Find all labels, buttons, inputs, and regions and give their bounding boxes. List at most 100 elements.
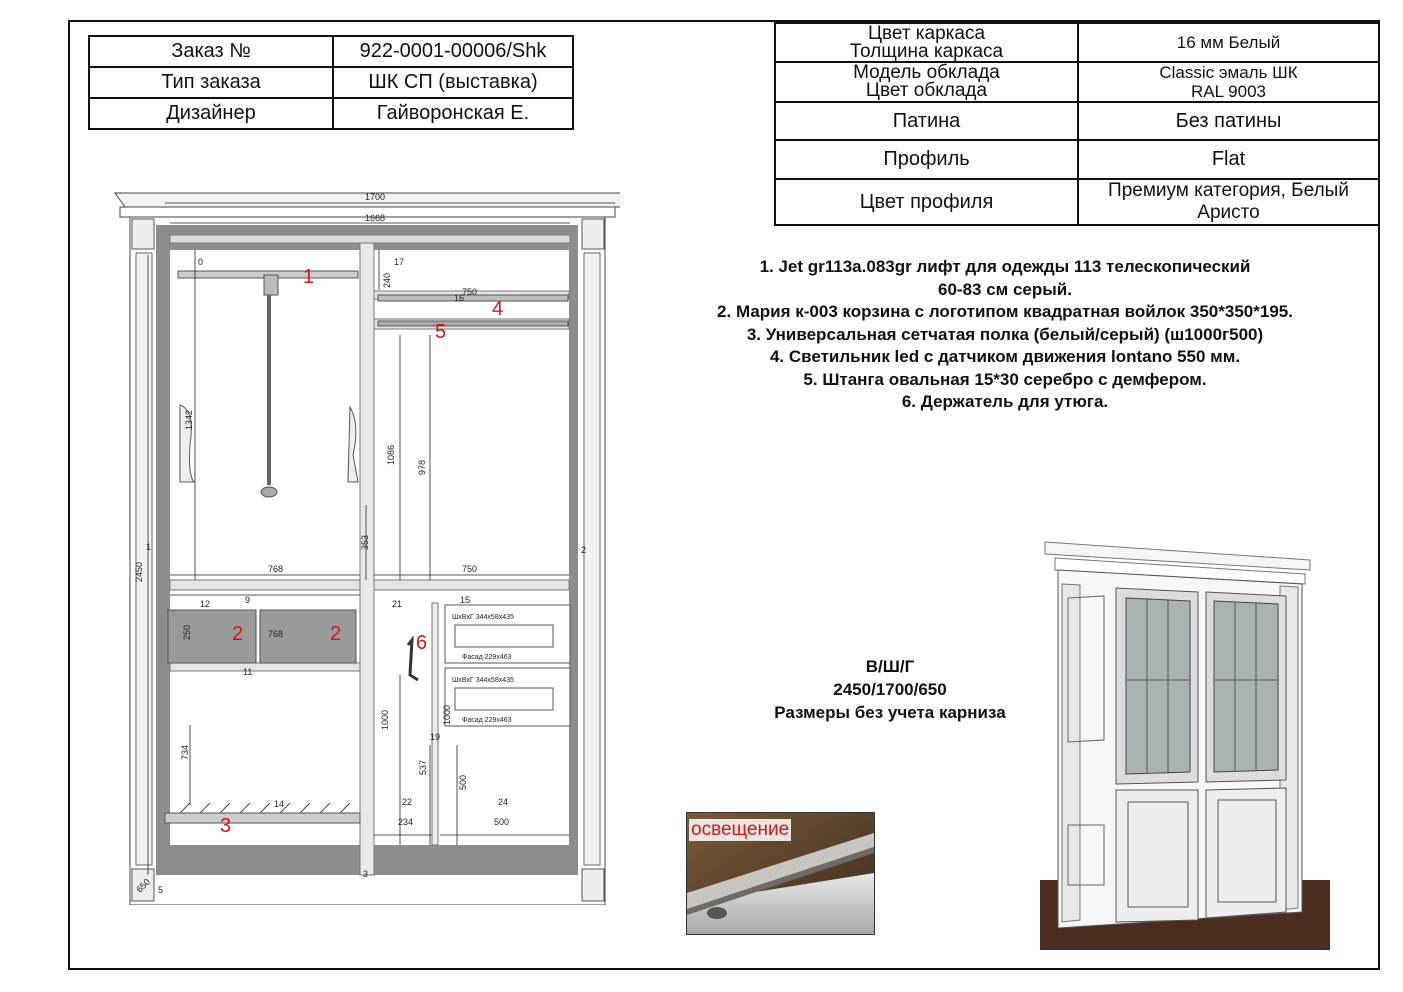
patina-label: Патина bbox=[774, 101, 1079, 141]
basket bbox=[167, 609, 257, 664]
note-line: 1. Jet gr113a.083gr лифт для одежды 113 … bbox=[759, 257, 1251, 276]
order-type-value: ШК СП (выставка) bbox=[332, 66, 574, 99]
order-row: Тип заказа ШК СП (выставка) bbox=[88, 66, 574, 99]
dim-537: 537 bbox=[418, 760, 428, 775]
dim-width-total: 1700 bbox=[365, 192, 385, 202]
order-number-value: 922-0001-00006/Shk bbox=[332, 35, 574, 68]
dim-22: 22 bbox=[402, 797, 412, 807]
lighting-photo: освещение bbox=[686, 812, 875, 935]
dim-240: 240 bbox=[382, 273, 392, 288]
frame-value: 16 мм Белый bbox=[1077, 22, 1380, 63]
cornice bbox=[114, 192, 620, 208]
dim-750-mid: 750 bbox=[462, 564, 477, 574]
dim-750-top: 750 bbox=[462, 287, 477, 297]
note-line: 6. Держатель для утюга. bbox=[901, 392, 1109, 411]
callout-2b: 2 bbox=[330, 623, 341, 645]
designer-label: Дизайнер bbox=[88, 97, 334, 130]
order-row: Заказ № 922-0001-00006/Shk bbox=[88, 35, 574, 68]
dim-width-inner: 1668 bbox=[365, 213, 385, 223]
hanging-rod bbox=[377, 320, 569, 327]
designer-value: Гайворонская Е. bbox=[332, 97, 574, 130]
cladding-color-value: RAL 9003 bbox=[1191, 82, 1266, 101]
dim-5: 5 bbox=[158, 885, 163, 895]
cladding-color-label: Цвет обклада bbox=[865, 80, 988, 101]
patina-value: Без патины bbox=[1077, 101, 1380, 141]
dim-234: 234 bbox=[398, 817, 413, 827]
spec-table: Цвет каркаса Толщина каркаса 16 мм Белый… bbox=[774, 22, 1380, 226]
drawer-facade-label: Фасад 229х463 bbox=[462, 717, 512, 724]
order-type-label: Тип заказа bbox=[88, 66, 334, 99]
order-number-label: Заказ № bbox=[88, 35, 334, 68]
dim-500-horizontal: 500 bbox=[494, 817, 509, 827]
basket bbox=[259, 609, 357, 664]
dim-1: 1 bbox=[146, 542, 151, 552]
components-notes: 1. Jet gr113a.083gr лифт для одежды 113 … bbox=[660, 256, 1350, 414]
dimensions-values: 2450/1700/650 bbox=[833, 680, 947, 699]
dim-500-vertical: 500 bbox=[458, 775, 468, 790]
dim-19: 19 bbox=[430, 732, 440, 742]
dim-16: 16 bbox=[454, 293, 464, 303]
dim-768-lower: 768 bbox=[268, 629, 283, 639]
profile-color-value: Премиум категория, Белый Аристо bbox=[1077, 178, 1380, 226]
callout-1: 1 bbox=[303, 266, 314, 288]
dim-978: 978 bbox=[417, 460, 427, 475]
dim-768-upper: 768 bbox=[268, 564, 283, 574]
note-line: 5. Штанга овальная 15*30 серебро с демфе… bbox=[803, 369, 1207, 389]
profile-label: Профиль bbox=[774, 139, 1079, 180]
dim-353: 353 bbox=[360, 535, 370, 550]
dim-1000-left: 1000 bbox=[380, 710, 390, 730]
callout-3: 3 bbox=[220, 815, 231, 837]
lighting-photo-label: освещение bbox=[689, 819, 792, 841]
order-row: Дизайнер Гайворонская Е. bbox=[88, 97, 574, 130]
cladding-model-value: Classic эмаль ШК bbox=[1159, 63, 1298, 82]
dim-2: 2 bbox=[581, 545, 586, 555]
center-divider bbox=[359, 234, 375, 876]
dim-0: 0 bbox=[198, 257, 203, 267]
dimensions-note: Размеры без учета карниза bbox=[774, 703, 1006, 722]
wardrobe-render bbox=[1040, 541, 1330, 950]
dim-21: 21 bbox=[392, 599, 402, 609]
dimensions-header: В/Ш/Г bbox=[865, 657, 915, 676]
callout-2a: 2 bbox=[232, 623, 243, 645]
sheet-border bbox=[68, 20, 1380, 970]
dim-height-total: 2450 bbox=[134, 562, 144, 582]
dim-734: 734 bbox=[180, 745, 190, 760]
callout-5: 5 bbox=[435, 321, 446, 343]
callout-6: 6 bbox=[416, 632, 427, 654]
drawer bbox=[444, 604, 571, 664]
frame-color-label: Цвет каркаса bbox=[867, 22, 986, 44]
dim-17: 17 bbox=[394, 257, 404, 267]
dim-24: 24 bbox=[498, 797, 508, 807]
dim-1342: 1342 bbox=[184, 410, 194, 430]
profile-value: Flat bbox=[1077, 139, 1380, 180]
dim-9: 9 bbox=[245, 595, 250, 605]
cladding-value-cell: Classic эмаль ШК RAL 9003 bbox=[1077, 61, 1380, 103]
overall-dimensions: В/Ш/Г 2450/1700/650 Размеры без учета ка… bbox=[740, 655, 1040, 724]
dim-14: 14 bbox=[274, 799, 284, 809]
profile-color-label: Цвет профиля bbox=[774, 178, 1079, 226]
dim-250: 250 bbox=[182, 625, 192, 640]
note-line: 3. Универсальная сетчатая полка (белый/с… bbox=[746, 324, 1264, 344]
dim-11: 11 bbox=[243, 667, 252, 677]
drawer bbox=[444, 667, 571, 727]
frame-thickness-label: Толщина каркаса bbox=[849, 40, 1004, 62]
callout-4: 4 bbox=[492, 298, 503, 320]
drawer-size-label: ШхВхГ 344х58х435 bbox=[452, 677, 514, 684]
note-line: 4. Светильник led с датчиком движения lo… bbox=[769, 347, 1241, 366]
dim-3: 3 bbox=[363, 869, 368, 879]
drawer-size-label: ШхВхГ 344х58х435 bbox=[452, 614, 514, 621]
dim-15: 15 bbox=[460, 595, 470, 605]
drawer-facade-label: Фасад 229х463 bbox=[462, 654, 512, 661]
dim-1086: 1086 bbox=[386, 445, 396, 465]
dim-1000-right: 1000 bbox=[442, 705, 452, 725]
wardrobe-interior-drawing: 1700 1668 2450 0 17 240 750 16 1342 1086… bbox=[114, 192, 620, 905]
frame-label-cell: Цвет каркаса Толщина каркаса bbox=[774, 22, 1079, 63]
dim-12: 12 bbox=[200, 599, 210, 609]
mesh-shelf bbox=[164, 812, 361, 824]
note-line: 2. Мария к-003 корзина с логотипом квадр… bbox=[717, 302, 1293, 321]
note-line: 60-83 см серый. bbox=[938, 279, 1072, 299]
cladding-model-label: Модель обклада bbox=[853, 62, 1000, 83]
iron-holder bbox=[431, 602, 439, 846]
led-light bbox=[377, 294, 569, 302]
cladding-label-cell: Модель обклада Цвет обклада bbox=[774, 61, 1079, 103]
